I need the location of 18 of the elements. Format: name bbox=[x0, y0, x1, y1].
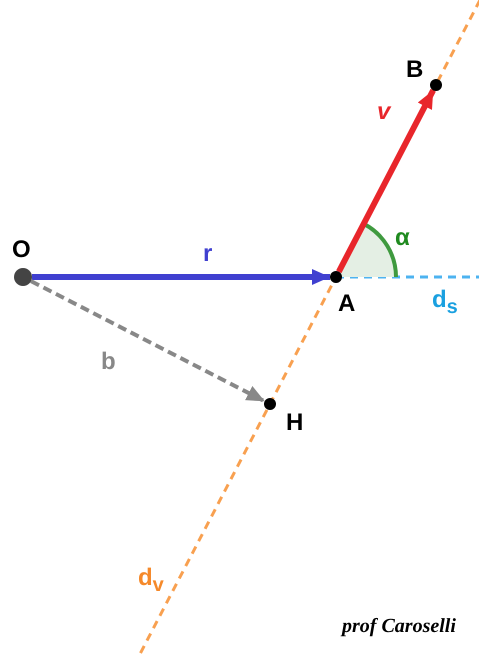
point-label: O bbox=[12, 238, 31, 262]
signature: prof Caroselli bbox=[342, 616, 456, 636]
point-label: B bbox=[406, 58, 424, 82]
arrow bbox=[30, 279, 266, 404]
angle-label: α bbox=[395, 226, 410, 250]
point-label: H bbox=[286, 411, 304, 435]
line-label: d$_{v}$ bbox=[138, 566, 164, 595]
arrow bbox=[336, 88, 436, 274]
vector-label: r bbox=[203, 242, 212, 266]
point-dot bbox=[330, 271, 342, 283]
point-dot bbox=[14, 268, 32, 286]
arrow bbox=[32, 269, 330, 285]
point-dot bbox=[264, 398, 276, 410]
point-label: A bbox=[338, 292, 356, 316]
vector-label: v bbox=[377, 100, 390, 124]
line-label: d$_{s}$ bbox=[432, 288, 458, 317]
point-dot bbox=[430, 79, 442, 91]
vector-label: b bbox=[101, 350, 116, 374]
